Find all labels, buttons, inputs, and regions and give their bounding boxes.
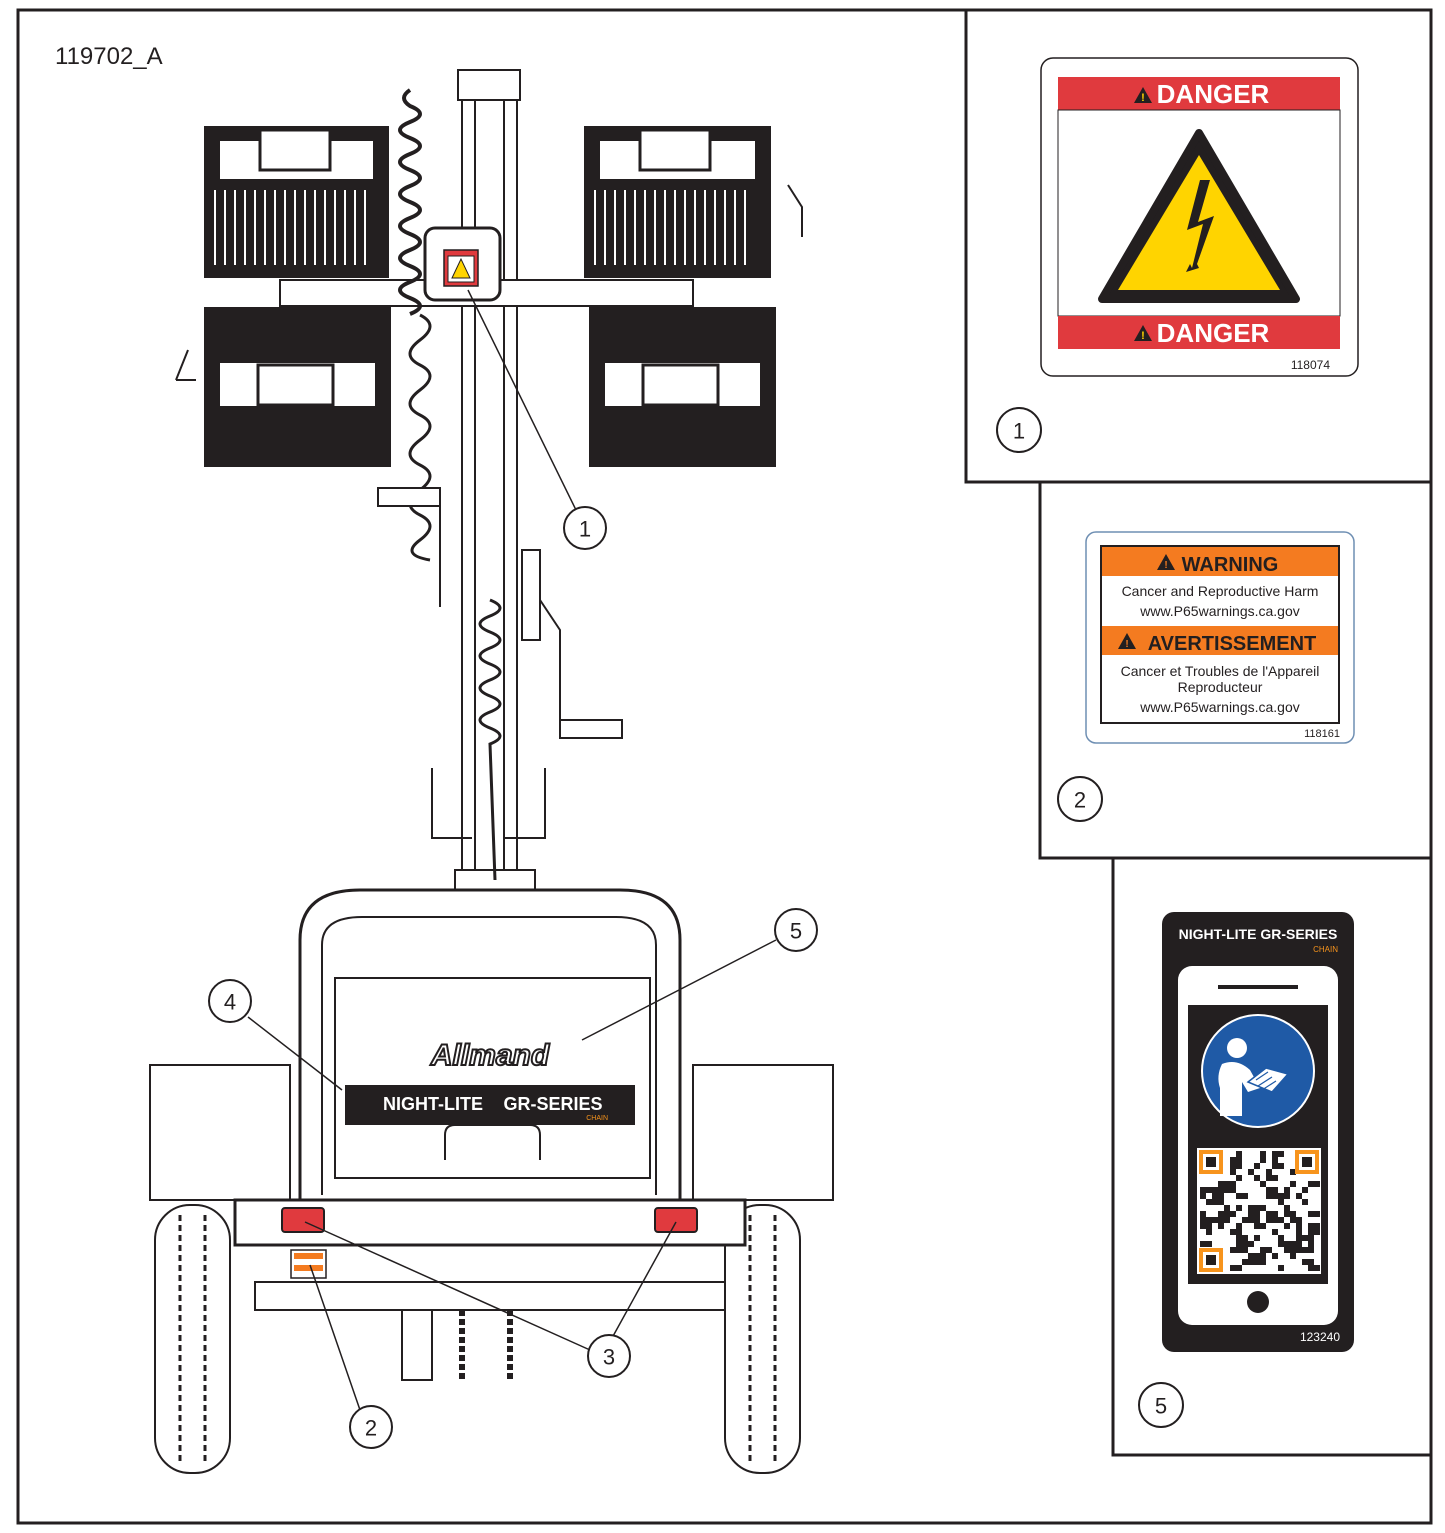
svg-text:1: 1: [1013, 419, 1025, 444]
svg-text:!: !: [1141, 92, 1145, 104]
tail-light-right: [654, 1207, 698, 1233]
inset-frame-5: [1111, 858, 1431, 1457]
light-head-top-left: [204, 126, 389, 278]
qr-code: [1197, 1148, 1321, 1274]
decal-1-danger: ! DANGER ! DANGER 118074: [1040, 57, 1359, 377]
decal-1-footer: DANGER: [1157, 318, 1270, 348]
svg-text:5: 5: [790, 919, 802, 944]
decal-1-bottom-band: [1058, 316, 1340, 349]
svg-text:3: 3: [603, 1345, 615, 1370]
electrical-hazard-icon: [1098, 129, 1300, 303]
decal-2-fr-line3: www.P65warnings.ca.gov: [1139, 699, 1300, 715]
decal-2-part-number: 118161: [1304, 728, 1340, 740]
mast-guides: [431, 768, 546, 839]
light-handle-left: [175, 349, 196, 381]
decal-2-warning-header: WARNING: [1182, 554, 1279, 576]
decal-2-fr-line2: Reproducteur: [1178, 679, 1263, 695]
decal-5-subtitle: CHAIN: [1313, 945, 1338, 954]
decal-2-warning-line1: Cancer and Reproductive Harm: [1122, 583, 1319, 599]
drawing-number: 119702_A: [55, 43, 163, 70]
decal-1-part-number: 118074: [1291, 358, 1330, 372]
qr-finder-top-left: [1199, 1150, 1223, 1174]
light-head-top-right: [584, 126, 771, 278]
light-tower-trailer: Allmand NIGHT-LITE GR-SERIES CHAIN: [149, 69, 834, 1474]
leader-lines: [247, 289, 777, 1411]
svg-text:!: !: [1141, 330, 1145, 342]
qr-finder-top-right: [1295, 1150, 1319, 1174]
enclosure: Allmand NIGHT-LITE GR-SERIES CHAIN: [298, 888, 682, 1200]
warning-triangle-icon: !: [1157, 554, 1175, 571]
svg-text:!: !: [1125, 639, 1128, 650]
coiled-cord-lower: [478, 598, 502, 881]
decal-2-fr-line1: Cancer et Troubles de l'Appareil: [1121, 663, 1320, 679]
enclosure-model: NIGHT-LITE: [383, 1094, 483, 1114]
light-head-bottom-right: [589, 307, 776, 467]
warning-triangle-icon: !: [1118, 633, 1136, 650]
svg-text:4: 4: [224, 990, 236, 1015]
svg-text:1: 1: [579, 517, 591, 542]
decal-2-fr-header: AVERTISSEMENT: [1148, 633, 1317, 655]
warning-triangle-icon: !: [1134, 87, 1152, 104]
svg-text:2: 2: [365, 1416, 377, 1441]
mast: [454, 69, 536, 891]
decal-5-part-number: 123240: [1300, 1330, 1340, 1344]
read-manual-icon: [1201, 1014, 1315, 1128]
winch: [377, 487, 623, 739]
callout-5-inset: 5: [1138, 1382, 1184, 1428]
outer-frame: [16, 8, 1433, 1525]
callout-1-inset: 1: [996, 407, 1042, 453]
coiled-cord-mid: [408, 313, 432, 562]
enclosure-brand: Allmand: [430, 1039, 550, 1072]
enclosure-series: GR-SERIES: [503, 1094, 602, 1114]
right-wheel: [692, 1064, 834, 1474]
decal-1-header: DANGER: [1157, 79, 1270, 109]
decal-2-warning-line2: www.P65warnings.ca.gov: [1139, 603, 1300, 619]
callout-2: 2: [349, 1405, 393, 1449]
decal-2-warning: ! WARNING Cancer and Reproductive Harm w…: [1085, 531, 1355, 744]
jack-stand: [401, 1309, 433, 1381]
svg-text:2: 2: [1074, 788, 1086, 813]
enclosure-subtitle: CHAIN: [586, 1115, 608, 1122]
inset-frame-2: [1038, 482, 1431, 860]
decal-2-warning-band: [1102, 547, 1338, 576]
callout-1: 1: [563, 506, 607, 550]
decal-2-fr-band: [1102, 626, 1338, 655]
junction-box: [423, 226, 502, 302]
left-wheel: [149, 1064, 291, 1474]
inset-frame-1: [964, 10, 1431, 484]
warning-triangle-icon: !: [1134, 325, 1152, 342]
decal-5-title: NIGHT-LITE GR-SERIES: [1179, 926, 1338, 942]
decal-5-manual: NIGHT-LITE GR-SERIES CHAIN: [1162, 912, 1354, 1352]
callout-3: 3: [587, 1334, 631, 1378]
svg-text:!: !: [1164, 560, 1167, 571]
svg-text:5: 5: [1155, 1394, 1167, 1419]
coiled-cord-upper: [398, 88, 422, 316]
callout-2-inset: 2: [1057, 776, 1103, 822]
decal-1-top-band: [1058, 77, 1340, 110]
callout-5: 5: [774, 908, 818, 952]
light-handle-right: [787, 184, 803, 237]
qr-finder-bottom-left: [1199, 1248, 1223, 1272]
callout-4: 4: [208, 979, 252, 1023]
light-head-bottom-left: [204, 307, 391, 467]
